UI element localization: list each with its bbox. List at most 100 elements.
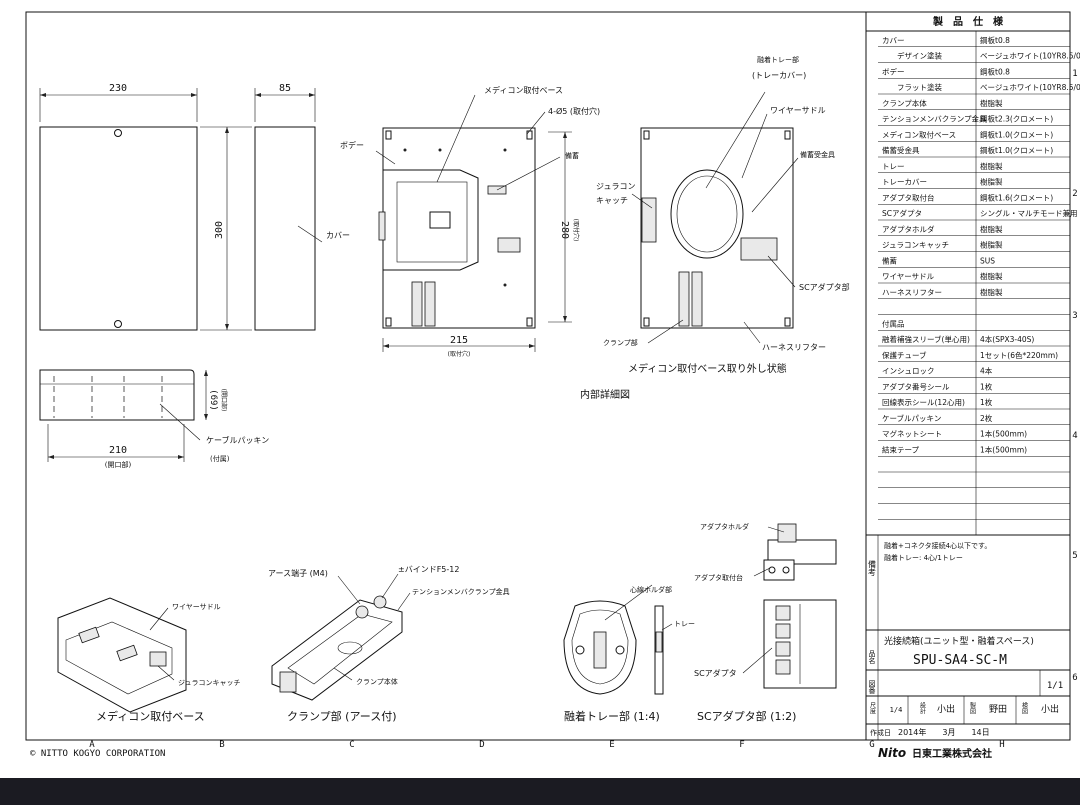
date-label: 作成日 [870, 728, 891, 737]
remarks-2: 融着トレー: 4心/1トレー [884, 553, 963, 562]
spec-row-name: ハーネスリフター [882, 288, 942, 297]
label-tray-cover-2: (トレーカバー) [752, 71, 806, 80]
spec-row-value: 1セット(6色*220mm) [980, 350, 1058, 360]
caption-clamp: クランプ部 (アース付) [287, 709, 397, 723]
svg-text:D: D [479, 740, 484, 750]
sc-adapter-detail: アダプタホルダ アダプタ取付台 SCアダプタ SCアダプタ部 (1:2) [694, 522, 837, 723]
spec-row-name: トレー [882, 162, 905, 171]
remarks-1: 融着+コネクタ接続4心以下です。 [884, 541, 991, 550]
product-name: 光接続箱(ユニット型・融着スペース) [884, 635, 1034, 647]
caption-medicon-base: メディコン取付ベース [96, 709, 205, 723]
checker: 小出 [1041, 703, 1059, 715]
svg-text:C: C [349, 740, 354, 750]
spec-row-value: 2枚 [980, 413, 993, 423]
remarks-label: 備考 [868, 559, 877, 577]
svg-text:設計: 設計 [919, 701, 926, 715]
label-attached: (付属) [210, 454, 230, 463]
svg-text:6: 6 [1072, 673, 1077, 683]
dim-height-300: 300 [214, 221, 225, 239]
dim-width-210-sub: (開口部) [105, 460, 132, 469]
spec-row-name: デザイン塗装 [882, 51, 942, 61]
spec-row-name: クランプ本体 [882, 98, 927, 108]
designer: 小出 [937, 703, 955, 715]
label-binding-screw: ±バインドF5-12 [398, 565, 459, 574]
label-holes: 4-Ø5 (取付穴) [548, 106, 600, 116]
label-clamp-body: クランプ本体 [356, 677, 398, 686]
svg-text:2: 2 [1072, 189, 1077, 199]
spec-row-value: 樹脂製 [980, 287, 1003, 297]
scale: 1/4 [890, 706, 903, 714]
label-removed-state: メディコン取付ベース取り外し状態 [628, 362, 787, 375]
spec-row-name: マグネットシート [882, 429, 942, 439]
label-harness-lifter: ハーネスリフター [762, 343, 826, 352]
svg-text:Nito: Nito [878, 746, 906, 760]
dim-mount-280-sub: (取付穴) [572, 219, 580, 242]
company-name: 日東工業株式会社 [912, 747, 992, 760]
date: 2014年 3月 14日 [898, 727, 990, 737]
dim-width-230: 230 [109, 83, 127, 94]
dim-mount-280: 280 [559, 221, 570, 239]
spec-row-name: 付属品 [882, 318, 905, 328]
spec-table: 製 品 仕 様 カバー鋼板t0.8 デザイン塗装ベージュホワイト(10YR8.5… [866, 15, 1080, 740]
spec-row-name: テンションメンバクランプ金具 [882, 114, 987, 124]
svg-text:4: 4 [1072, 431, 1077, 441]
technical-drawing: 230 85 300 カバー (69) (開口部) [25, 11, 1080, 760]
label-cable-packing: ケーブルパッキン [206, 435, 269, 445]
spec-row-name: 備蓄受金具 [882, 145, 920, 155]
spec-row-name: 保護チューブ [882, 350, 927, 360]
svg-text:1: 1 [1072, 69, 1077, 79]
spec-row-value: 樹脂製 [980, 98, 1003, 108]
label-wire-saddle-b: ワイヤーサドル [172, 603, 221, 611]
spec-row-name: 融着補強スリーブ(単心用) [882, 334, 970, 344]
label-tray-cover-1: 融着トレー部 [757, 55, 799, 64]
spec-row-name: インシュロック [882, 367, 935, 376]
spec-row-value: ベージュホワイト(10YR8.5/0.5) [980, 52, 1080, 61]
spec-row-value: 樹脂製 [980, 240, 1003, 250]
svg-text:A: A [89, 740, 95, 750]
spec-row-value: 鋼板t1.0(クロメート) [980, 145, 1053, 155]
svg-text:製図: 製図 [969, 701, 976, 715]
label-stopper-receiver: 備蓄受金具 [800, 150, 835, 159]
spec-row-value: 4本(SPX3-40S) [980, 334, 1034, 344]
spec-row-name: アダプタ取付台 [882, 192, 935, 202]
spec-row-name: メディコン取付ベース [882, 129, 956, 139]
spec-row-value: 鋼板t1.0(クロメート) [980, 129, 1053, 139]
side-view: 85 300 カバー [200, 83, 350, 331]
spec-row-name: ボデー [882, 66, 905, 76]
internal-detail-view: 215 (取付穴) 280 (取付穴) ボデー メディコン取付ベース 4-Ø5 … [340, 85, 630, 401]
drafter: 野田 [989, 704, 1007, 715]
spec-row-value: 樹脂製 [980, 224, 1003, 234]
spec-row-value: 1枚 [980, 381, 993, 391]
label-duracon-2: キャッチ [596, 196, 628, 205]
label-body: ボデー [340, 140, 364, 150]
dim-depth-85: 85 [279, 83, 291, 94]
label-medicon-base: メディコン取付ベース [484, 85, 563, 95]
spec-row-value: 鋼板t0.8 [980, 66, 1010, 76]
label-duracon-1: ジュラコン [596, 182, 635, 191]
page-number: 1/1 [1047, 681, 1063, 691]
svg-text:H: H [999, 740, 1004, 750]
label-internal-detail: 内部詳細図 [580, 388, 630, 401]
spec-row-name: 結束テープ [882, 444, 920, 454]
label-sc-adapter: SCアダプタ [694, 668, 737, 678]
spec-row-value: 1本(500mm) [980, 444, 1027, 454]
label-core-holder: 心線ホルダ部 [630, 585, 672, 594]
label-adapter-holder: アダプタホルダ [700, 522, 749, 531]
label-clamp-part: クランプ部 [603, 338, 638, 347]
svg-text:E: E [609, 740, 614, 750]
svg-text:検図: 検図 [1021, 701, 1028, 715]
splice-tray-detail: 心線ホルダ部 トレー 融着トレー部 (1:4) [563, 584, 695, 723]
spec-row-name: カバー [882, 36, 905, 45]
caption-sc-adapter: SCアダプタ部 (1:2) [697, 709, 796, 723]
spec-row-value: シングル・マルチモード兼用 [980, 208, 1078, 218]
spec-row-value: 鋼板t1.6(クロメート) [980, 192, 1053, 202]
spec-row-value: 鋼板t0.8 [980, 35, 1010, 45]
bottom-view: (69) (開口部) 210 (開口部) ケーブルパッキン (付属) [39, 369, 269, 469]
front-view: 230 [39, 83, 198, 331]
spec-row-value: ベージュホワイト(10YR8.5/0.5) [980, 83, 1080, 92]
dim-mount-215-sub: (取付穴) [448, 350, 471, 358]
spec-row-value: 鋼板t2.3(クロメート) [980, 114, 1053, 124]
spec-row-name: 回線表示シール(12心用) [882, 397, 965, 407]
spec-row-value: 樹脂製 [980, 177, 1003, 187]
spec-row-name: 備蓄 [882, 255, 897, 265]
